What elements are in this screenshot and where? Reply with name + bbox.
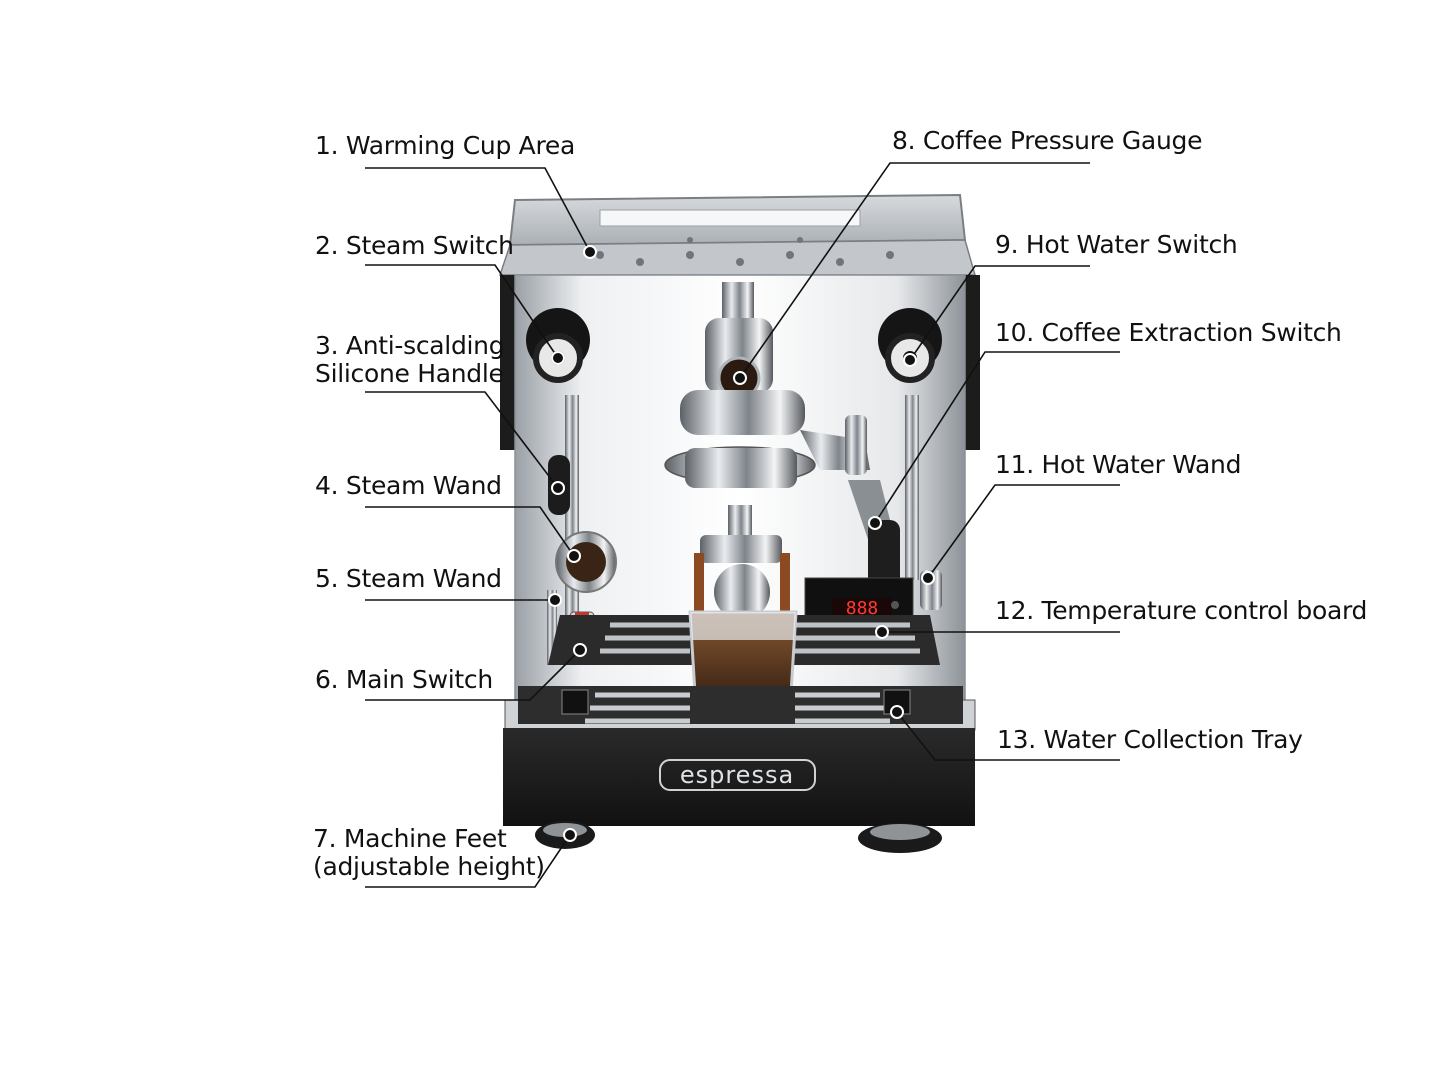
label-coffee-pressure-gauge-line-1: 8. Coffee Pressure Gauge	[892, 126, 1203, 155]
leader-4	[365, 506, 575, 557]
label-coffee-extraction-switch: 10. Coffee Extraction Switch	[995, 319, 1342, 347]
label-coffee-extraction-switch-line-1: 10. Coffee Extraction Switch	[995, 318, 1342, 347]
label-steam-wand-4: 4. Steam Wand	[315, 472, 502, 500]
label-water-collection-tray-line-1: 13. Water Collection Tray	[997, 725, 1303, 754]
display-readout: 888	[846, 598, 879, 619]
callout-dots	[548, 245, 935, 842]
label-anti-scalding-handle-line-1: 3. Anti-scalding	[315, 331, 505, 360]
label-main-switch-line-1: 6. Main Switch	[315, 665, 493, 694]
machine-base: espressa	[503, 728, 975, 826]
leader-11	[927, 484, 1120, 579]
machine-feet-hardware	[535, 821, 942, 853]
brand-logo: espressa	[680, 761, 794, 789]
drip-tray	[504, 686, 976, 731]
leader-2	[365, 264, 559, 359]
label-hot-water-wand: 11. Hot Water Wand	[995, 451, 1241, 479]
label-steam-switch: 2. Steam Switch	[315, 232, 514, 260]
cup-warmer-rail	[498, 193, 976, 276]
label-steam-switch-line-1: 2. Steam Switch	[315, 231, 514, 260]
label-machine-feet: 7. Machine Feet (adjustable height)	[313, 825, 545, 881]
leader-8	[739, 162, 1090, 379]
label-warming-cup-area: 1. Warming Cup Area	[315, 132, 575, 160]
steam-knob	[526, 308, 590, 383]
leader-13	[896, 711, 1120, 761]
leader-9	[909, 265, 1090, 361]
label-steam-wand-5: 5. Steam Wand	[315, 565, 502, 593]
group-head	[664, 282, 870, 620]
label-steam-wand-5-line-1: 5. Steam Wand	[315, 564, 502, 593]
label-water-collection-tray: 13. Water Collection Tray	[997, 726, 1303, 754]
label-main-switch: 6. Main Switch	[315, 666, 493, 694]
label-temperature-control-board-line-1: 12. Temperature control board	[995, 596, 1368, 625]
label-anti-scalding-handle: 3. Anti-scalding Silicone Handle	[315, 331, 505, 388]
label-temperature-control-board: 12. Temperature control board	[995, 597, 1367, 625]
label-coffee-pressure-gauge: 8. Coffee Pressure Gauge	[892, 127, 1202, 155]
leader-1	[365, 167, 591, 253]
leader-6	[365, 649, 581, 701]
leader-10	[874, 351, 1120, 524]
label-anti-scalding-handle-line-2: Silicone Handle	[315, 359, 504, 388]
leader-3	[365, 391, 559, 489]
label-steam-wand-4-line-1: 4. Steam Wand	[315, 471, 502, 500]
label-machine-feet-line-1: 7. Machine Feet	[313, 824, 507, 853]
callout-leaders	[365, 162, 1120, 888]
label-hot-water-wand-line-1: 11. Hot Water Wand	[995, 450, 1242, 479]
leader-7	[365, 834, 571, 888]
label-hot-water-switch: 9. Hot Water Switch	[995, 230, 1238, 259]
label-hot-water-switch-line-1: 9. Hot Water Switch	[995, 230, 1238, 259]
label-warming-cup-area-line-1: 1. Warming Cup Area	[315, 131, 575, 160]
label-machine-feet-line-2: (adjustable height)	[313, 852, 545, 881]
